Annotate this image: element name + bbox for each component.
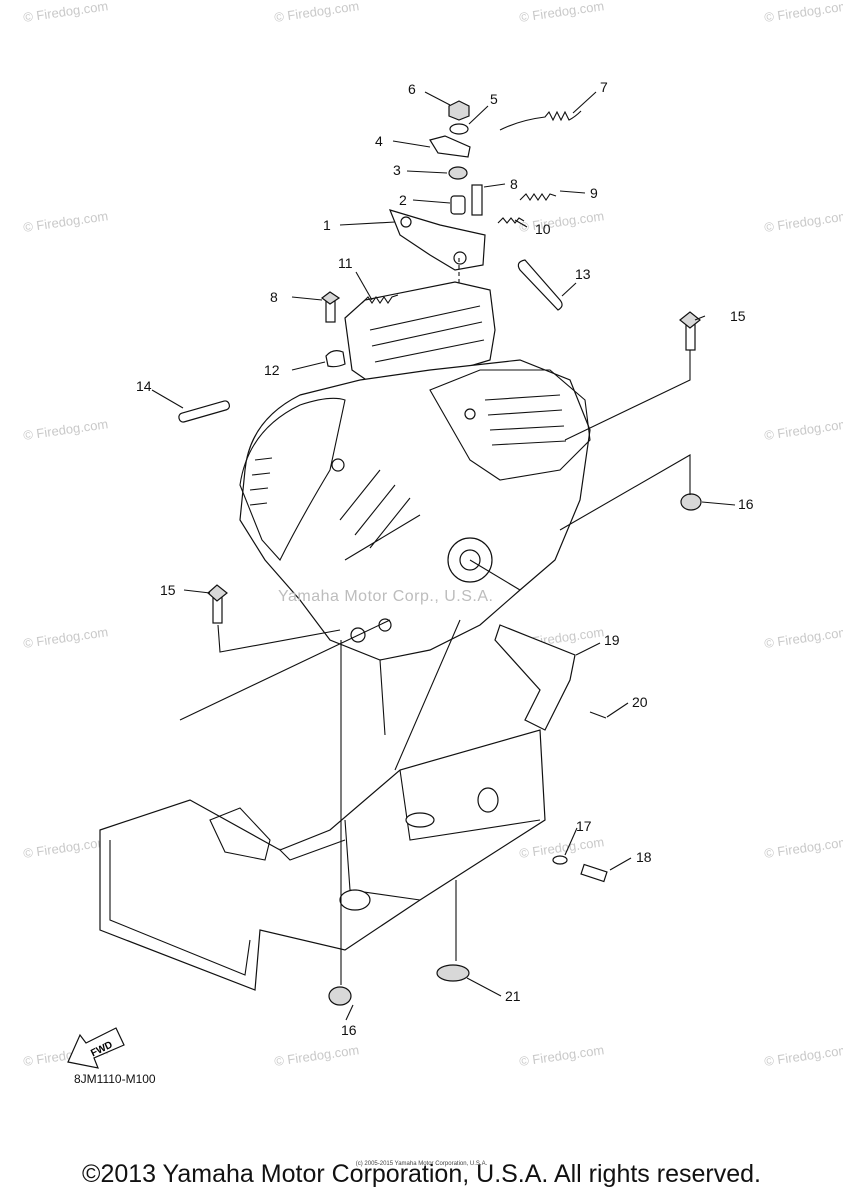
- tiny-copyright: (c) 2005-2015 Yamaha Motor Corporation, …: [355, 1161, 488, 1167]
- watermark: © Firedog.com: [763, 834, 843, 861]
- side-panel-19: [494, 624, 576, 731]
- watermark: © Firedog.com: [763, 416, 843, 443]
- fasteners: [178, 291, 702, 1006]
- grommet-16-bottom: [328, 986, 352, 1006]
- bolt-18: [580, 863, 608, 883]
- callout-2: 2: [399, 192, 407, 208]
- watermark: © Firedog.com: [763, 208, 843, 235]
- breather-hose: [517, 259, 563, 311]
- lever: [429, 135, 471, 158]
- callout-3: 3: [393, 162, 401, 178]
- callout-20: 20: [632, 694, 648, 710]
- watermark: © Firedog.com: [518, 0, 605, 25]
- callout-4: 4: [375, 133, 383, 149]
- callout-15: 15: [730, 308, 746, 324]
- spring-11: [361, 294, 399, 304]
- clamp-12: [325, 350, 346, 368]
- callout-14: 14: [136, 378, 152, 394]
- callout-8: 8: [510, 176, 518, 192]
- watermark: © Firedog.com: [273, 0, 360, 25]
- return-spring: [499, 110, 582, 131]
- callout-13: 13: [575, 266, 591, 282]
- pin-20: [589, 711, 607, 719]
- collar: [450, 195, 466, 215]
- watermark: © Firedog.com: [518, 208, 605, 235]
- flange-nut: [448, 100, 470, 121]
- forward-arrow-icon: [67, 1027, 125, 1069]
- watermark: © Firedog.com: [22, 416, 109, 443]
- watermark: © Firedog.com: [763, 1042, 843, 1069]
- callout-17: 17: [576, 818, 592, 834]
- bushing: [448, 166, 468, 180]
- spring-10: [497, 217, 525, 224]
- center-watermark: Yamaha Motor Corp., U.S.A.: [278, 588, 494, 605]
- lower-panel: [209, 807, 271, 861]
- callout-16: 16: [738, 496, 754, 512]
- watermark: © Firedog.com: [22, 834, 109, 861]
- strip-14: [178, 400, 231, 423]
- callout-10: 10: [535, 221, 551, 237]
- bolt-8-top: [471, 184, 483, 216]
- callout-12: 12: [264, 362, 280, 378]
- callout-18: 18: [636, 849, 652, 865]
- callout-15: 15: [160, 582, 176, 598]
- skid-plate: [99, 729, 546, 991]
- callout-numbers: 6 5 7 4 3 8 9 2 1 10 11 13 8 15 12 14 16…: [136, 79, 754, 1038]
- callout-1: 1: [323, 217, 331, 233]
- skid-plate-assembly: [99, 619, 576, 991]
- watermark: © Firedog.com: [273, 1042, 360, 1069]
- grommet-16-right: [680, 493, 702, 511]
- callout-7: 7: [600, 79, 608, 95]
- spring-9: [519, 193, 557, 201]
- figure-code: 8JM1110-M100: [74, 1072, 156, 1086]
- callout-19: 19: [604, 632, 620, 648]
- callout-11: 11: [338, 255, 353, 271]
- callout-21: 21: [505, 988, 521, 1004]
- callout-5: 5: [490, 91, 498, 107]
- copyright-notice: ©2013 Yamaha Motor Corporation, U.S.A. A…: [82, 1160, 761, 1188]
- bracket-hole: [400, 216, 412, 228]
- bracket-hole: [453, 251, 467, 265]
- engine-assembly: [239, 259, 591, 661]
- crankcase: [239, 359, 591, 661]
- flywheel-shroud: [239, 397, 346, 561]
- callout-6: 6: [408, 81, 416, 97]
- washer-17: [552, 855, 568, 865]
- washer: [449, 123, 469, 135]
- callout-8: 8: [270, 289, 278, 305]
- cylinder-head: [429, 369, 591, 481]
- watermark: © Firedog.com: [22, 0, 109, 25]
- callout-9: 9: [590, 185, 598, 201]
- watermark: © Firedog.com: [763, 624, 843, 651]
- watermark: © Firedog.com: [518, 1042, 605, 1069]
- fwd-arrow: FWD: [67, 1027, 125, 1069]
- throttle-bracket-assembly: [388, 100, 582, 410]
- watermark: © Firedog.com: [763, 0, 843, 25]
- watermark: © Firedog.com: [22, 624, 109, 651]
- callout-16: 16: [341, 1022, 357, 1038]
- watermark: © Firedog.com: [22, 208, 109, 235]
- plug-21: [436, 964, 470, 982]
- leader-lines: [151, 91, 736, 1021]
